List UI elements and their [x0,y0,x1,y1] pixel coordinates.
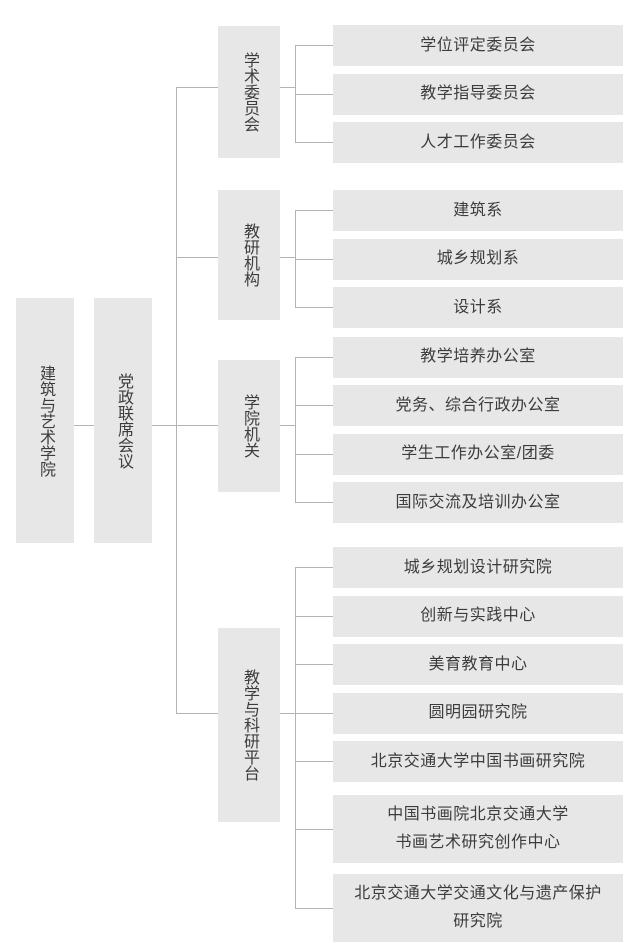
child-box: 城乡规划设计研究院 [333,547,623,588]
group-box-academic-committee: 学术委员会 [218,26,280,158]
child-box: 中国书画院北京交通大学 书画艺术研究创作中心 [333,795,623,863]
child-box: 教学指导委员会 [333,73,623,115]
child-box: 党务、综合行政办公室 [333,385,623,426]
child-box: 学位评定委员会 [333,25,623,66]
child-box: 国际交流及培训办公室 [333,482,623,523]
child-box: 设计系 [333,287,623,328]
child-box: 学生工作办公室/团委 [333,433,623,475]
child-box: 圆明园研究院 [333,692,623,734]
council-box-party-admin-joint-meeting: 党政联席会议 [94,298,152,543]
group-box-college-offices: 学院机关 [218,360,280,492]
child-box: 美育教育中心 [333,644,623,685]
child-box: 创新与实践中心 [333,595,623,637]
group-box-teaching-research-platform: 教学与科研平台 [218,628,280,822]
group-box-teaching-research-depts: 教研机构 [218,190,280,320]
child-box: 北京交通大学交通文化与遗产保护 研究院 [333,874,623,942]
child-box: 人才工作委员会 [333,122,623,163]
child-box: 建筑系 [333,190,623,231]
child-box: 教学培养办公室 [333,336,623,378]
root-box-college: 建筑与艺术学院 [16,298,74,543]
child-box: 城乡规划系 [333,238,623,280]
child-box: 北京交通大学中国书画研究院 [333,741,623,782]
